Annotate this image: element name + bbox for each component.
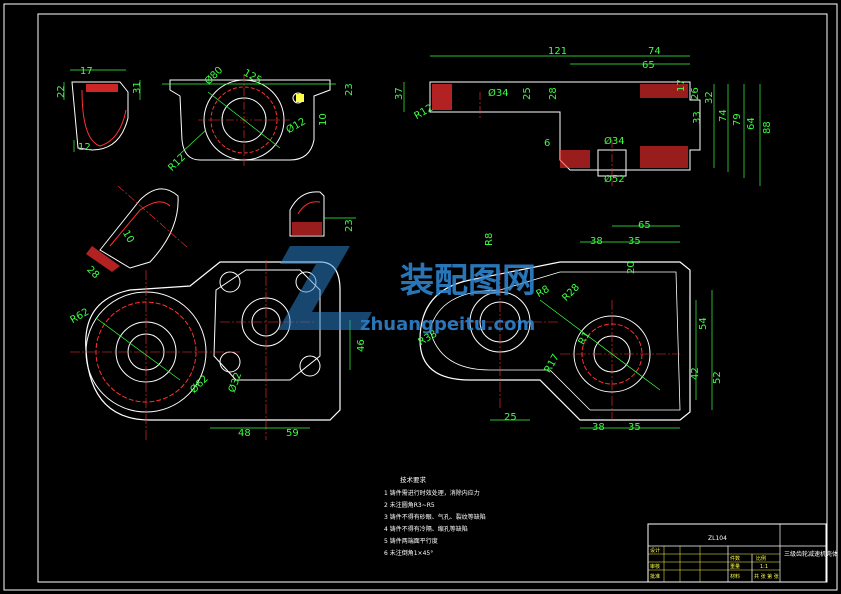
note-5: 5 铸件两端面平行度 bbox=[384, 537, 438, 545]
view-main-left bbox=[70, 260, 351, 440]
watermark-url: zhuangpeitu.com bbox=[360, 314, 535, 335]
dim-25b: 25 bbox=[504, 412, 517, 423]
view-top-housing bbox=[162, 74, 336, 166]
dim-64: 64 bbox=[746, 117, 757, 130]
title-designer: 设计 bbox=[650, 547, 660, 554]
dim-r8b: R8 bbox=[535, 284, 552, 300]
dim-88: 88 bbox=[762, 121, 773, 134]
view-rotated-section bbox=[86, 185, 189, 272]
dim-23b: 23 bbox=[344, 219, 355, 232]
dim-35b: 35 bbox=[628, 422, 641, 433]
dim-28a: 28 bbox=[548, 87, 559, 100]
note-1: 1 铸件需进行时效处理，消除内应力 bbox=[384, 489, 480, 497]
dim-25a: 25 bbox=[522, 87, 533, 100]
dim-59: 59 bbox=[286, 428, 299, 439]
title-scale-value: 1:1 bbox=[760, 564, 768, 570]
title-material-label: 材料 bbox=[730, 573, 740, 580]
dim-35a: 35 bbox=[628, 236, 641, 247]
dim-26: 26 bbox=[690, 87, 701, 100]
dim-r12a: R12 bbox=[166, 152, 188, 174]
note-2: 2 未注圆角R3~R5 bbox=[384, 501, 435, 509]
title-part-name: 三级齿轮减速机壳体 bbox=[784, 550, 838, 558]
note-3: 3 铸件不得有砂眼、气孔、裂纹等缺陷 bbox=[384, 513, 486, 521]
dim-74a: 74 bbox=[648, 46, 661, 57]
dim-32: 32 bbox=[704, 91, 715, 104]
dim-121: 121 bbox=[548, 46, 567, 57]
dim-23a: 23 bbox=[344, 83, 355, 96]
dim-dia32: Ø32 bbox=[226, 371, 244, 394]
dim-dia34a: Ø34 bbox=[488, 87, 509, 99]
view-front-section bbox=[403, 55, 761, 186]
dim-65: 65 bbox=[642, 60, 655, 71]
watermark-brand: 装配图网 bbox=[400, 261, 536, 301]
title-weight-label: 重量 bbox=[730, 563, 740, 570]
title-approver: 批准 bbox=[650, 573, 660, 580]
dim-79: 79 bbox=[732, 113, 743, 126]
dim-65b: 65 bbox=[638, 220, 651, 231]
dim-28b: 28 bbox=[84, 264, 101, 281]
view-corner-section bbox=[289, 191, 356, 237]
dim-6: 6 bbox=[544, 138, 550, 149]
sheet-border bbox=[3, 3, 838, 591]
drawing-frame bbox=[37, 13, 828, 583]
dim-12: 12 bbox=[78, 142, 91, 153]
title-drawing-no: ZL104 bbox=[708, 535, 727, 542]
dim-48: 48 bbox=[238, 428, 251, 439]
title-sheet: 共 张 第 张 bbox=[754, 573, 779, 580]
note-4: 4 铸件不得有冷隔、缩孔等缺陷 bbox=[384, 525, 468, 533]
dim-dia52: Ø52 bbox=[604, 173, 625, 185]
notes-title: 技术要求 bbox=[400, 475, 427, 484]
dim-dia34b: Ø34 bbox=[604, 135, 625, 147]
dim-38b: 38 bbox=[592, 422, 605, 433]
dim-42: 42 bbox=[690, 367, 701, 380]
title-qty-label: 件数 bbox=[730, 555, 740, 562]
dim-r17: R17 bbox=[543, 352, 562, 375]
dim-r28: R28 bbox=[560, 282, 582, 304]
dim-17b: 17 bbox=[676, 79, 687, 92]
dim-r12b: R12 bbox=[413, 103, 436, 122]
dim-20: 20 bbox=[626, 261, 637, 274]
note-6: 6 未注倒角1×45° bbox=[384, 549, 433, 557]
dim-46: 46 bbox=[356, 339, 367, 352]
dim-r8: R8 bbox=[484, 233, 495, 246]
title-checker: 审核 bbox=[650, 563, 660, 570]
dim-r62: R62 bbox=[69, 307, 92, 326]
view-section-small bbox=[63, 69, 141, 152]
dim-37: 37 bbox=[394, 87, 405, 100]
view-main-right bbox=[419, 225, 713, 429]
dim-38a: 38 bbox=[590, 236, 603, 247]
dim-52: 52 bbox=[712, 371, 723, 384]
dim-33: 33 bbox=[692, 111, 703, 124]
title-block bbox=[647, 523, 827, 583]
dim-74b: 74 bbox=[718, 109, 729, 122]
dim-r1: R1 bbox=[577, 330, 593, 347]
dim-22: 22 bbox=[56, 85, 67, 98]
dim-dia12: Ø12 bbox=[284, 115, 308, 136]
title-scale-label: 比例 bbox=[756, 555, 766, 562]
dim-31: 31 bbox=[132, 81, 143, 94]
watermark: 装配图网 zhuangpeitu.com bbox=[278, 246, 536, 335]
dim-54: 54 bbox=[698, 317, 709, 330]
dim-17: 17 bbox=[80, 66, 93, 77]
dim-10: 10 bbox=[318, 113, 329, 126]
